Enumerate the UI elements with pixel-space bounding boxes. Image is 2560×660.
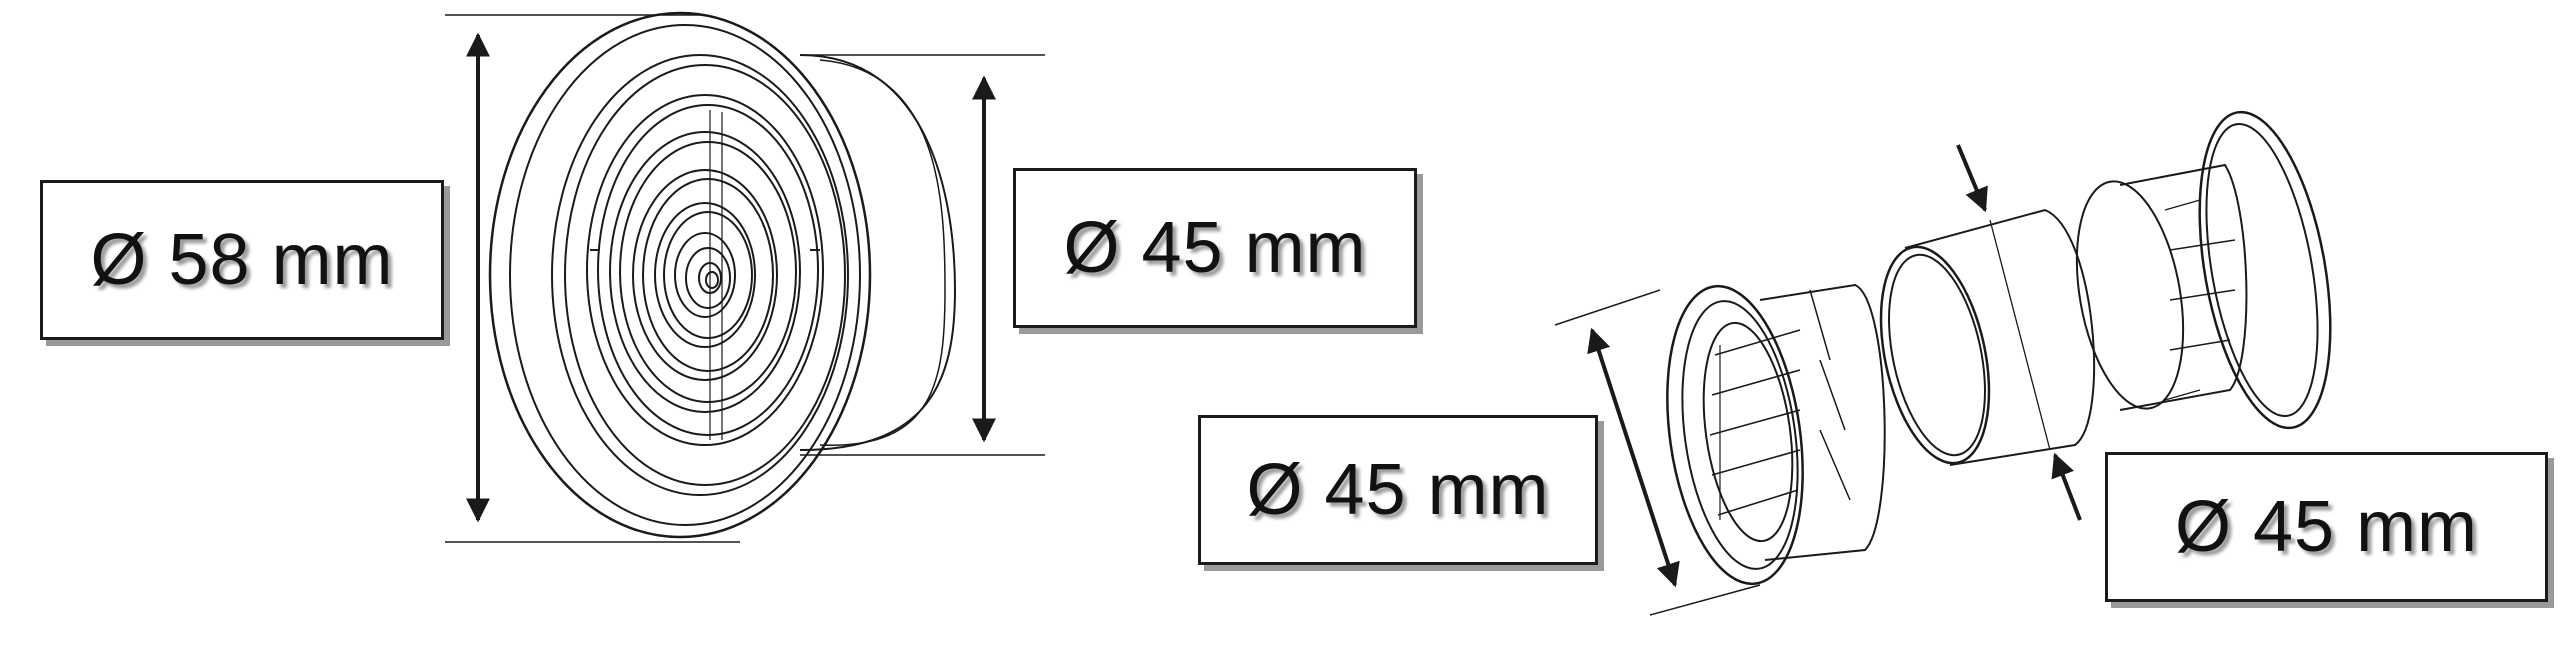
- label-diameter-45-sleeve-text: Ø 45 mm: [2174, 487, 2479, 567]
- dimension-outer: [445, 14, 740, 543]
- label-diameter-45-collar: Ø 45 mm: [1013, 168, 1417, 328]
- label-diameter-45-sleeve: Ø 45 mm: [2105, 452, 2548, 602]
- collar-piece: [2075, 110, 2332, 430]
- dimension-sleeve: [1956, 144, 2082, 521]
- sleeve-piece: [1879, 208, 2096, 466]
- dimension-grille: [1554, 289, 1761, 616]
- label-diameter-58-text: Ø 58 mm: [90, 220, 394, 300]
- label-diameter-45-collar-text: Ø 45 mm: [1063, 208, 1367, 288]
- grille-piece: [1666, 283, 1886, 586]
- label-diameter-45-grille: Ø 45 mm: [1198, 415, 1598, 565]
- vent-grille-front-view: [488, 11, 1045, 539]
- label-diameter-45-grille-text: Ø 45 mm: [1246, 450, 1550, 530]
- label-diameter-58: Ø 58 mm: [40, 180, 444, 340]
